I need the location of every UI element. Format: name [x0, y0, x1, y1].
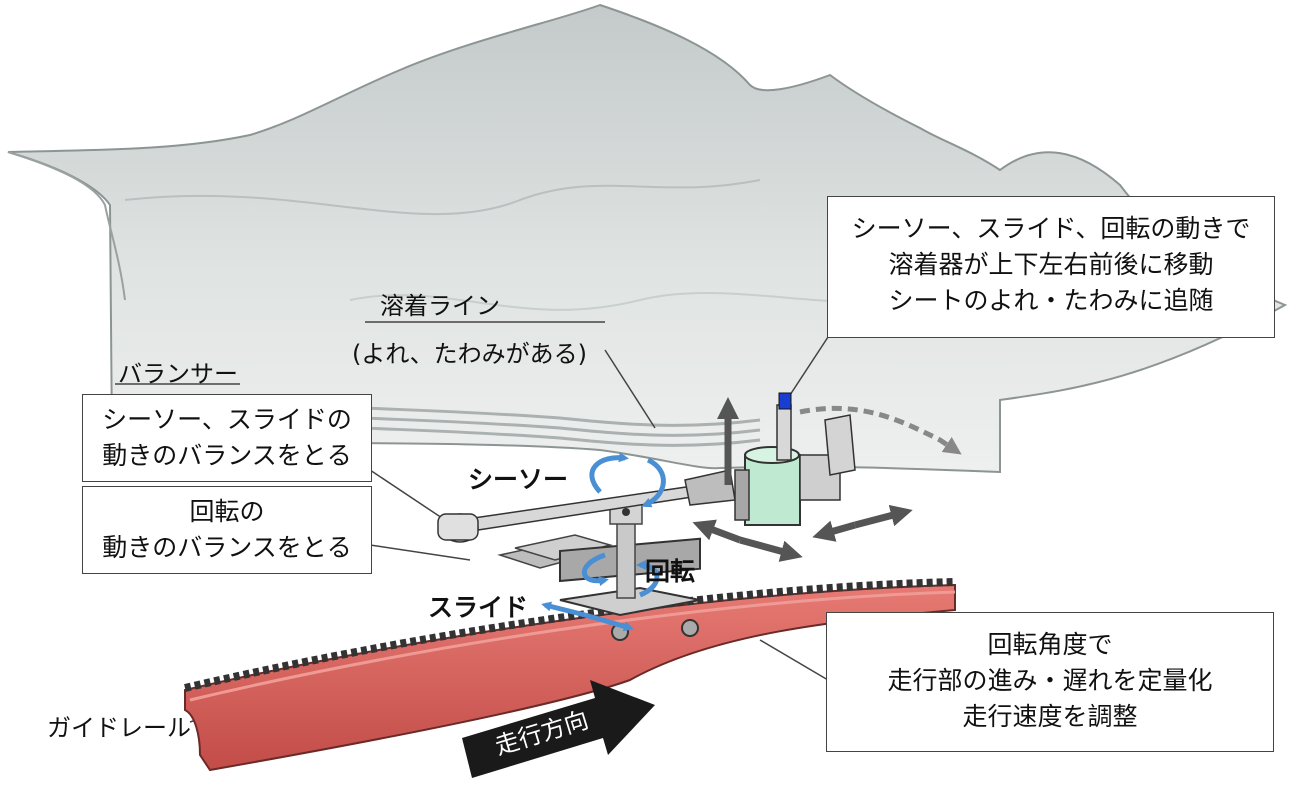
- weld-line-label: 溶着ライン: [380, 292, 500, 320]
- callout-balance-rotation: 回転の 動きのバランスをとる: [82, 486, 372, 574]
- callout-welder-motion: シーソー、スライド、回転の動きで 溶着器が上下左右前後に移動 シートのよれ・たわ…: [827, 196, 1275, 338]
- travel-direction-arrow: [462, 680, 655, 778]
- balancer-sheet: [7, 3, 1288, 474]
- seesaw-label: シーソー: [468, 465, 569, 494]
- weld-line-note: (よれ、たわみがある): [352, 340, 587, 368]
- callout-line: 回転の: [189, 497, 265, 526]
- mechanism-motion-arrows: [541, 452, 666, 632]
- callout-balance-seesaw: シーソー、スライドの 動きのバランスをとる: [82, 394, 372, 482]
- callout-line: 走行部の進み・遅れを定量化: [887, 666, 1213, 695]
- callout-line: 溶着器が上下左右前後に移動: [888, 250, 1214, 279]
- callout-line: シーソー、スライド、回転の動きで: [851, 214, 1251, 243]
- callout-line: 動きのバランスをとる: [102, 441, 352, 470]
- guide-rail-label: ガイドレール: [47, 714, 191, 742]
- slide-label: スライド: [428, 593, 529, 622]
- welder-motion-arrows: [692, 397, 913, 562]
- rotation-label: 回転: [645, 557, 696, 586]
- balancer-label: バランサー: [118, 360, 238, 388]
- callout-line: 動きのバランスをとる: [102, 533, 352, 562]
- callout-line: シートのよれ・たわみに追随: [888, 286, 1214, 315]
- guide-rail: [184, 578, 956, 772]
- welder-mechanism: [437, 392, 856, 641]
- callout-line: シーソー、スライドの: [102, 405, 352, 434]
- callout-line: 回転角度で: [987, 630, 1113, 659]
- callout-line: 走行速度を調整: [962, 702, 1138, 731]
- callout-rotation-angle: 回転角度で 走行部の進み・遅れを定量化 走行速度を調整: [826, 612, 1274, 752]
